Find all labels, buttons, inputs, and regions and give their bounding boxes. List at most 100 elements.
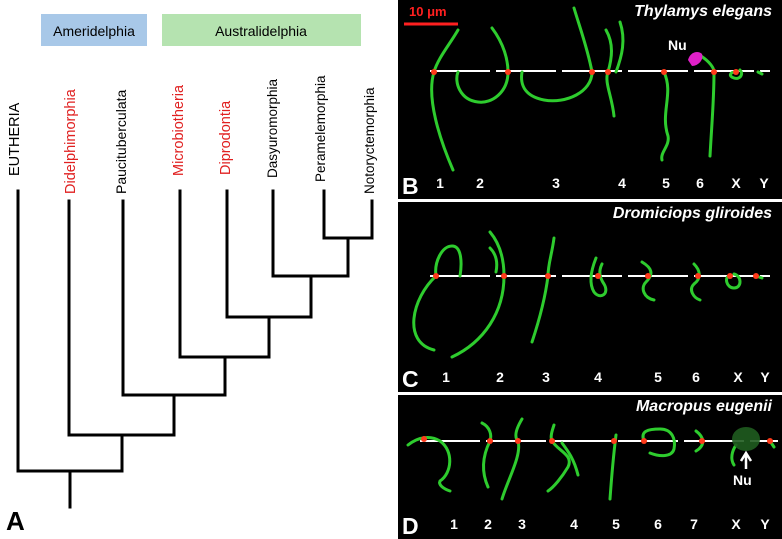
chrom-label-dy: Y <box>760 516 770 532</box>
centromere-cy <box>753 273 759 279</box>
chromosome-b1 <box>430 28 460 172</box>
branch-peramelemorphia-notoryctemorphia <box>322 189 374 240</box>
chromosome-dx <box>730 443 738 467</box>
centromere-d4 <box>549 438 555 444</box>
taxon-label-diprodontia: Diprodontia <box>218 100 234 175</box>
taxon-label-peramelemorphia: Peramelemorphia <box>313 75 328 182</box>
chrom-label-d6: 6 <box>654 516 662 532</box>
branch-diprodontia <box>225 189 313 319</box>
chrom-label-b4: 4 <box>618 175 626 191</box>
branch-paucituberculata <box>121 199 227 397</box>
taxon-label-eutheria: EUTHERIA <box>7 102 23 176</box>
chromosome-d3 <box>500 417 524 501</box>
phylogenetic-tree: Ameridelphia Australidelphia EUTHERIA Di… <box>7 14 377 509</box>
centromere-b1 <box>431 69 437 75</box>
chromosome-d5 <box>608 433 618 501</box>
panel-letter-c: C <box>402 366 419 392</box>
taxon-label-notoryctemorphia: Notoryctemorphia <box>362 87 377 194</box>
species-title-c: Dromiciops gliroides <box>612 205 772 222</box>
chrom-label-d3: 3 <box>518 516 526 532</box>
karyotype-image-c <box>412 230 770 359</box>
chromosome-b4 <box>604 20 625 118</box>
panel-letter-d: D <box>402 513 419 539</box>
branch-dasyuromorphia <box>271 189 350 278</box>
taxon-label-dasyuromorphia: Dasyuromorphia <box>265 78 280 178</box>
chromosome-cx <box>725 272 742 290</box>
centromere-dy <box>767 438 773 444</box>
chromosome-c3 <box>530 236 556 344</box>
chrom-label-c3: 3 <box>542 369 550 385</box>
species-title-b: Thylamys elegans <box>634 3 772 20</box>
centromere-d3 <box>515 438 521 444</box>
taxon-label-didelphimorphia: Didelphimorphia <box>63 88 79 194</box>
centromere-d7 <box>699 438 705 444</box>
chrom-label-cx: X <box>733 369 743 385</box>
centromere-c5 <box>645 273 651 279</box>
chromosome-d4 <box>546 423 580 493</box>
chromosome-d2 <box>480 421 493 489</box>
scale-bar-label: 10 μm <box>409 4 447 19</box>
chrom-label-d5: 5 <box>612 516 620 532</box>
nucleus-label-d: Nu <box>733 472 752 488</box>
nucleus-label-b: Nu <box>668 37 687 53</box>
chrom-label-b2: 2 <box>476 175 484 191</box>
australidelphia-label: Australidelphia <box>215 23 307 39</box>
species-title-d: Macropus eugenii <box>635 398 772 415</box>
centromere-b3a <box>589 69 595 75</box>
karyotype-image-d <box>406 417 778 501</box>
chromosome-c5 <box>640 260 656 302</box>
ameridelphia-label: Ameridelphia <box>53 23 135 39</box>
centromere-d6 <box>641 438 647 444</box>
chrom-label-d2: 2 <box>484 516 492 532</box>
chrom-label-by: Y <box>759 175 769 191</box>
centromere-cx <box>727 273 733 279</box>
nucleus-b <box>688 52 703 66</box>
chrom-label-d1: 1 <box>450 516 458 532</box>
panel-b-thylamys-elegans: 10 μm Thylamys elegans Nu 1 2 3 4 5 6 X … <box>398 0 782 199</box>
centromere-bx <box>733 69 739 75</box>
branch-microbiotheria <box>178 189 271 359</box>
chromosome-c6 <box>690 262 702 302</box>
chrom-label-b5: 5 <box>662 175 670 191</box>
chromosome-bx <box>728 68 744 80</box>
ameridelphia-box <box>41 14 147 46</box>
centromere-b5 <box>661 69 667 75</box>
chrom-label-dx: X <box>731 516 741 532</box>
chrom-label-c2: 2 <box>496 369 504 385</box>
karyotype-image-b <box>404 6 770 172</box>
chrom-label-c6: 6 <box>692 369 700 385</box>
chromosome-c2 <box>450 230 506 359</box>
chrom-label-d7: 7 <box>690 516 698 532</box>
centromere-c4 <box>595 273 601 279</box>
centromere-d5 <box>611 438 617 444</box>
panel-d-macropus-eugenii: Macropus eugenii Nu 1 2 3 4 5 6 7 X Y D <box>398 395 782 539</box>
panel-letter-a: A <box>6 506 25 536</box>
chromosome-b3 <box>520 6 594 103</box>
chrom-label-b6: 6 <box>696 175 704 191</box>
chromosome-by <box>756 70 764 76</box>
chromosome-b2 <box>455 26 510 104</box>
centromere-d2 <box>487 438 493 444</box>
chrom-label-b3: 3 <box>552 175 560 191</box>
chrom-label-d4: 4 <box>570 516 578 532</box>
centromere-b4 <box>605 69 611 75</box>
taxon-label-microbiotheria: Microbiotheria <box>171 84 187 176</box>
centromere-c3 <box>545 273 551 279</box>
taxon-label-paucituberculata: Paucituberculata <box>113 89 129 194</box>
nucleus-arrow <box>739 450 753 469</box>
chrom-label-c4: 4 <box>594 369 602 385</box>
chromosome-d6 <box>641 427 676 458</box>
chromosome-c1 <box>412 244 463 352</box>
nucleus-d <box>732 427 760 451</box>
chrom-label-c1: 1 <box>442 369 450 385</box>
centromere-c2 <box>501 273 507 279</box>
australidelphia-box <box>162 14 361 46</box>
tree-branches <box>16 189 374 509</box>
chrom-label-bx: X <box>731 175 741 191</box>
chrom-label-c5: 5 <box>654 369 662 385</box>
centromere-d1 <box>421 436 427 442</box>
centromere-c1 <box>433 273 439 279</box>
chromosome-d1 <box>406 436 452 493</box>
panel-c-dromiciops-gliroides: Dromiciops gliroides 1 2 3 4 5 6 X Y C <box>398 202 782 392</box>
centromere-c6 <box>695 273 701 279</box>
